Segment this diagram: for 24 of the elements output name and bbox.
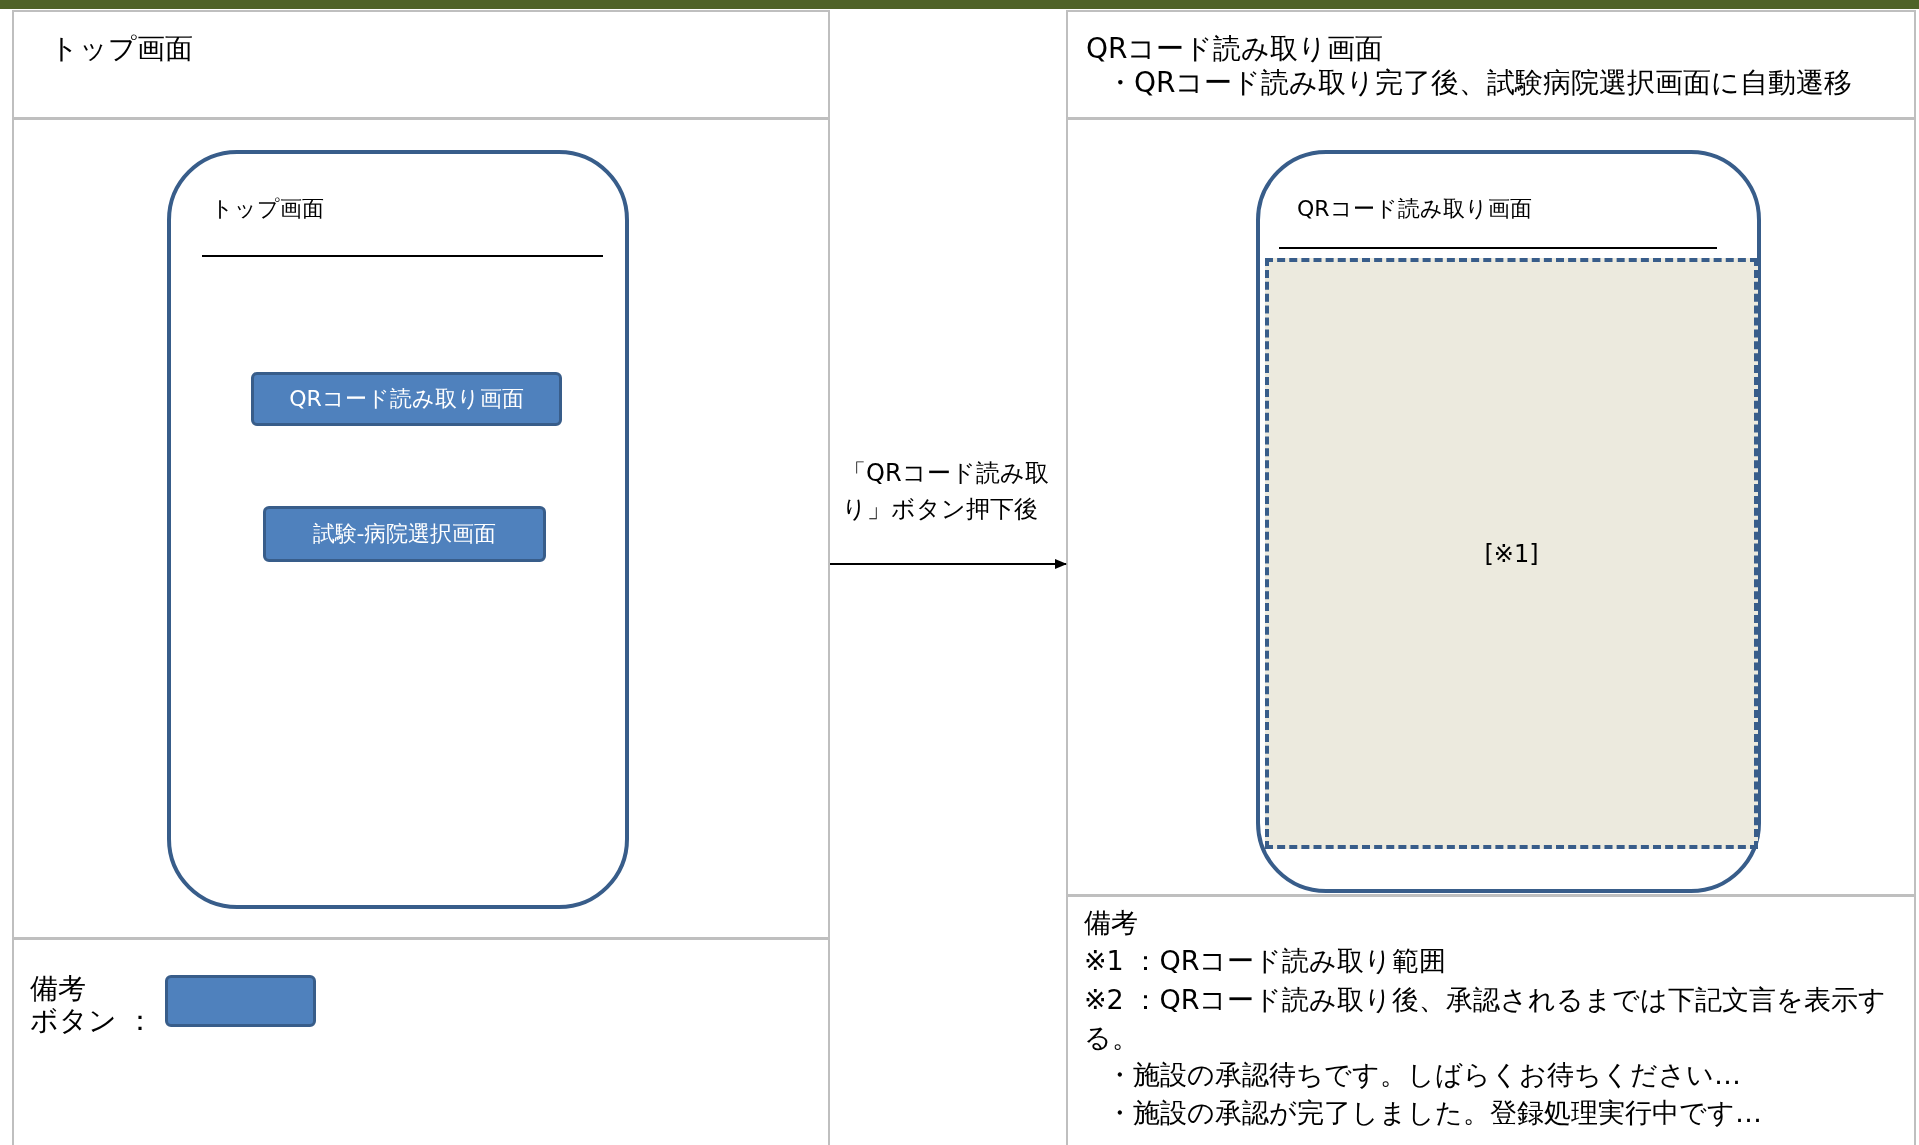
- header-cell: [12, 10, 830, 119]
- screen-button: QRコード読み取り画面: [251, 372, 562, 426]
- note-text: ※2 ：QRコード読み取り後、承認されるまでは下記文言を表示する。: [1084, 983, 1888, 1055]
- notes-cell: [12, 938, 830, 1145]
- phone-frame: [1256, 150, 1761, 893]
- scan-area: [1265, 258, 1758, 849]
- header-note: ・QRコード読み取り完了後、試験病院選択画面に自動遷移: [1106, 65, 1853, 101]
- note-text: ・施設の承認が完了しました。登録処理実行中です…: [1106, 1096, 1762, 1130]
- header-title: トップ画面: [50, 31, 193, 67]
- note-text: ※1 ：QRコード読み取り範囲: [1084, 944, 1447, 978]
- screen-title: トップ画面: [211, 195, 324, 223]
- screen-button: 試験-病院選択画面: [263, 506, 546, 562]
- note-text: ・施設の承認待ちです。しばらくお待ちください…: [1106, 1058, 1741, 1092]
- edge-label: 「QRコード読み取り」ボタン押下後: [842, 458, 1050, 525]
- header-cell: [1066, 10, 1916, 119]
- notes-cell: [1066, 895, 1916, 1145]
- area-label: [※1]: [1484, 539, 1539, 568]
- panel-cell: [12, 118, 830, 939]
- header-title: QRコード読み取り画面: [1086, 31, 1384, 67]
- panel-cell: [1066, 118, 1916, 896]
- arrow: [829, 559, 1067, 569]
- screen-title: QRコード読み取り画面: [1297, 195, 1532, 223]
- phone-frame: [167, 150, 629, 909]
- notes-heading: 備考: [1084, 906, 1138, 940]
